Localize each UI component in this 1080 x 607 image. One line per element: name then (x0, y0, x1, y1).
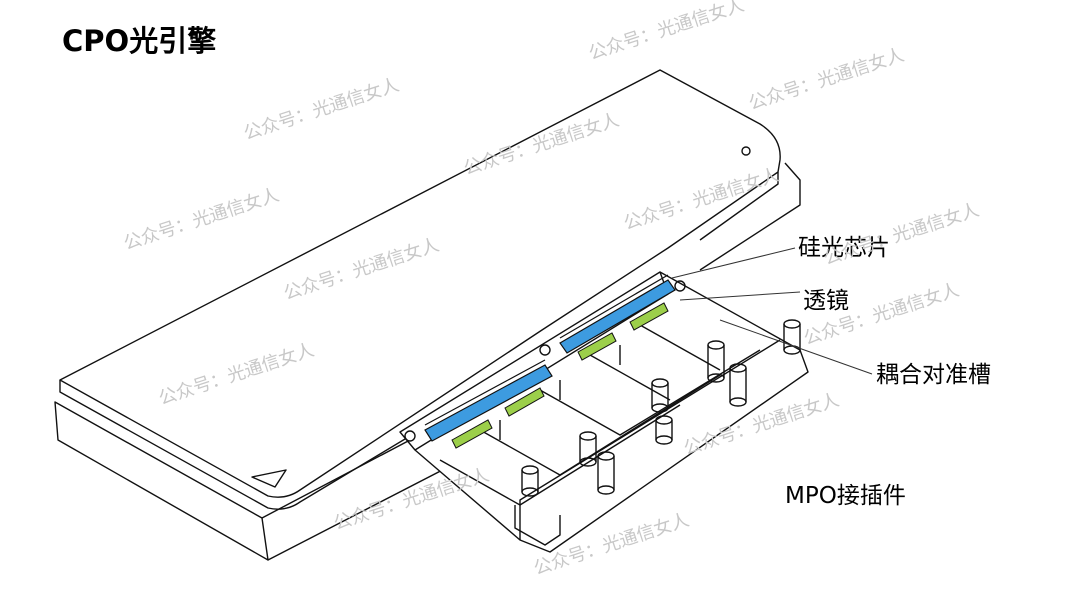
top-plate (59, 69, 781, 498)
label-alignment-groove: 耦合对准槽 (876, 362, 991, 388)
lens-4 (629, 302, 669, 331)
fiber-array-2 (559, 279, 676, 354)
leader-lens (679, 291, 801, 301)
label-silicon-photonic-chip: 硅光芯片 (798, 235, 890, 261)
leader-groove (719, 319, 873, 375)
lens-3 (577, 332, 617, 361)
leader-chip (671, 247, 796, 279)
fiber-arrays (424, 274, 676, 442)
label-lens: 透镜 (803, 288, 849, 314)
fiber-array-1 (424, 364, 553, 442)
lens-2 (504, 387, 545, 417)
page-title: CPO光引擎 (62, 24, 217, 58)
label-mpo-connector: MPO接插件 (785, 483, 906, 509)
triangle-marker (251, 469, 287, 488)
lenses (451, 302, 669, 449)
alignment-posts (521, 319, 801, 497)
latch-clip (514, 505, 561, 546)
mpo-housing (399, 271, 809, 553)
lens-1 (451, 419, 493, 449)
mount-hole (741, 146, 751, 156)
